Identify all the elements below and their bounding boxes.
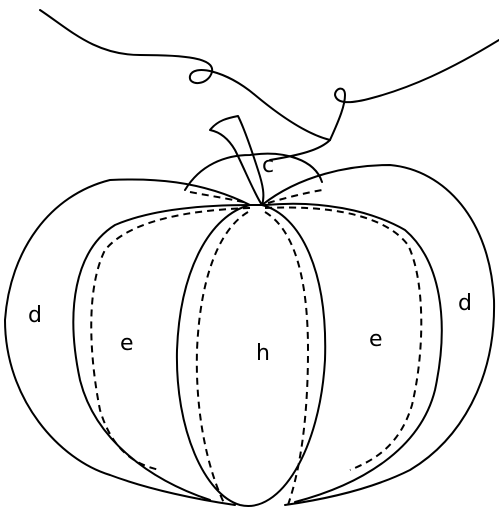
- middle-left-lobe: [73, 205, 250, 500]
- dashed-seam-top-left: [190, 192, 248, 203]
- label-stem-top: c: [262, 153, 274, 178]
- vine-tendril: [330, 40, 499, 140]
- label-middle-right: e: [369, 327, 383, 352]
- center-lobe: [177, 205, 325, 506]
- label-outer-right: d: [458, 291, 472, 316]
- middle-right-lobe: [265, 204, 442, 502]
- dashed-seam-top-right: [268, 190, 322, 203]
- dashed-seam-left: [91, 208, 250, 470]
- label-center: h: [256, 341, 270, 366]
- vine: [40, 10, 330, 140]
- dashed-seam-center-left: [197, 212, 248, 505]
- label-outer-left: d: [28, 303, 42, 328]
- vine-tendril-connector: [270, 140, 330, 160]
- dashed-seam-right: [265, 207, 421, 470]
- label-middle-left: e: [120, 331, 134, 356]
